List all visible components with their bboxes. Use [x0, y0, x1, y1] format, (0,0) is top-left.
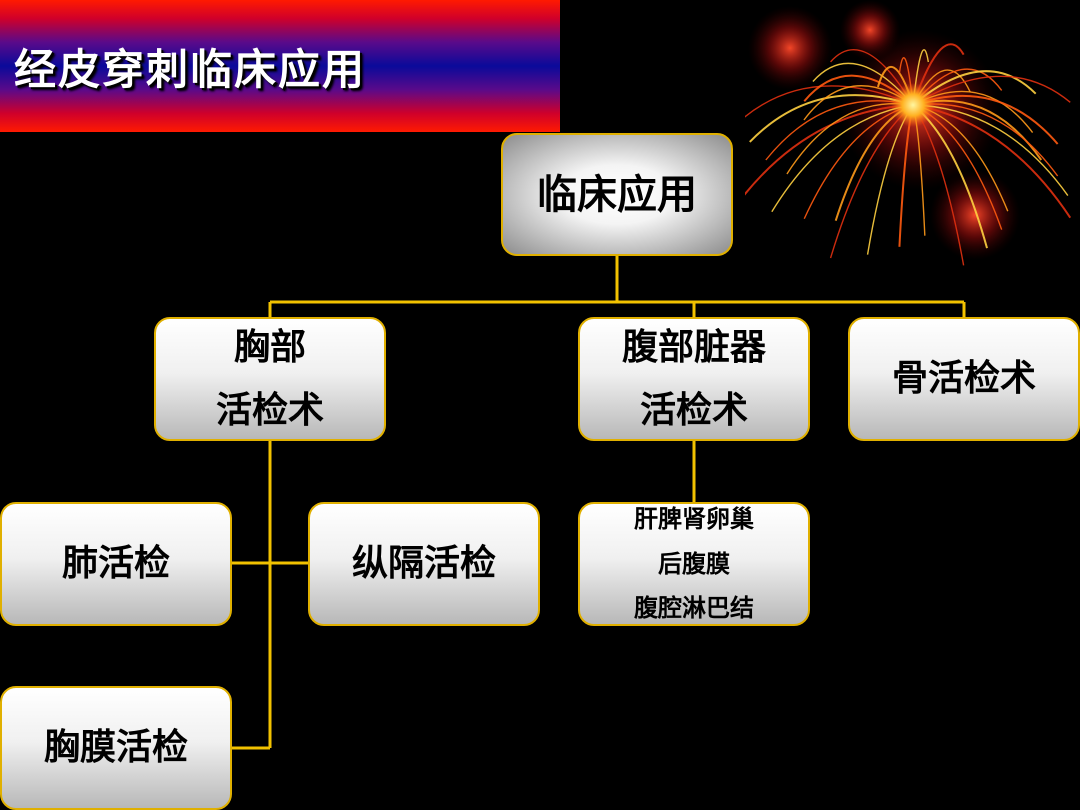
abdominal-target-line3: 腹腔淋巴结 [634, 594, 754, 623]
chest-label-line2: 活检术 [215, 390, 324, 431]
root-node: 临床应用 [501, 133, 733, 256]
chest-label-line1: 胸部 [233, 327, 306, 368]
pleura-label: 胸膜活检 [43, 727, 188, 768]
root-label: 临床应用 [537, 171, 697, 218]
bone-label: 骨活检术 [891, 358, 1036, 399]
pleura-biopsy-node: 胸膜活检 [0, 686, 232, 810]
abdominal-target-line2: 后腹膜 [658, 549, 730, 578]
firework-decoration [745, 0, 1072, 266]
abdomen-label-line2: 活检术 [639, 390, 748, 431]
mediastinum-label: 纵隔活检 [351, 543, 496, 584]
abdomen-label-line1: 腹部脏器 [621, 327, 766, 368]
mediastinum-biopsy-node: 纵隔活检 [308, 502, 540, 626]
abdominal-organ-biopsy-node: 腹部脏器 活检术 [578, 317, 810, 441]
slide-title: 经皮穿刺临床应用 [14, 45, 367, 94]
abdominal-targets-node: 肝脾肾卵巢 后腹膜 腹腔淋巴结 [578, 502, 810, 626]
lung-label: 肺活检 [61, 543, 170, 584]
abdominal-target-line1: 肝脾肾卵巢 [634, 505, 754, 534]
title-banner: 经皮穿刺临床应用 [0, 0, 560, 132]
lung-biopsy-node: 肺活检 [0, 502, 232, 626]
bone-biopsy-node: 骨活检术 [848, 317, 1080, 441]
chest-biopsy-node: 胸部 活检术 [154, 317, 386, 441]
